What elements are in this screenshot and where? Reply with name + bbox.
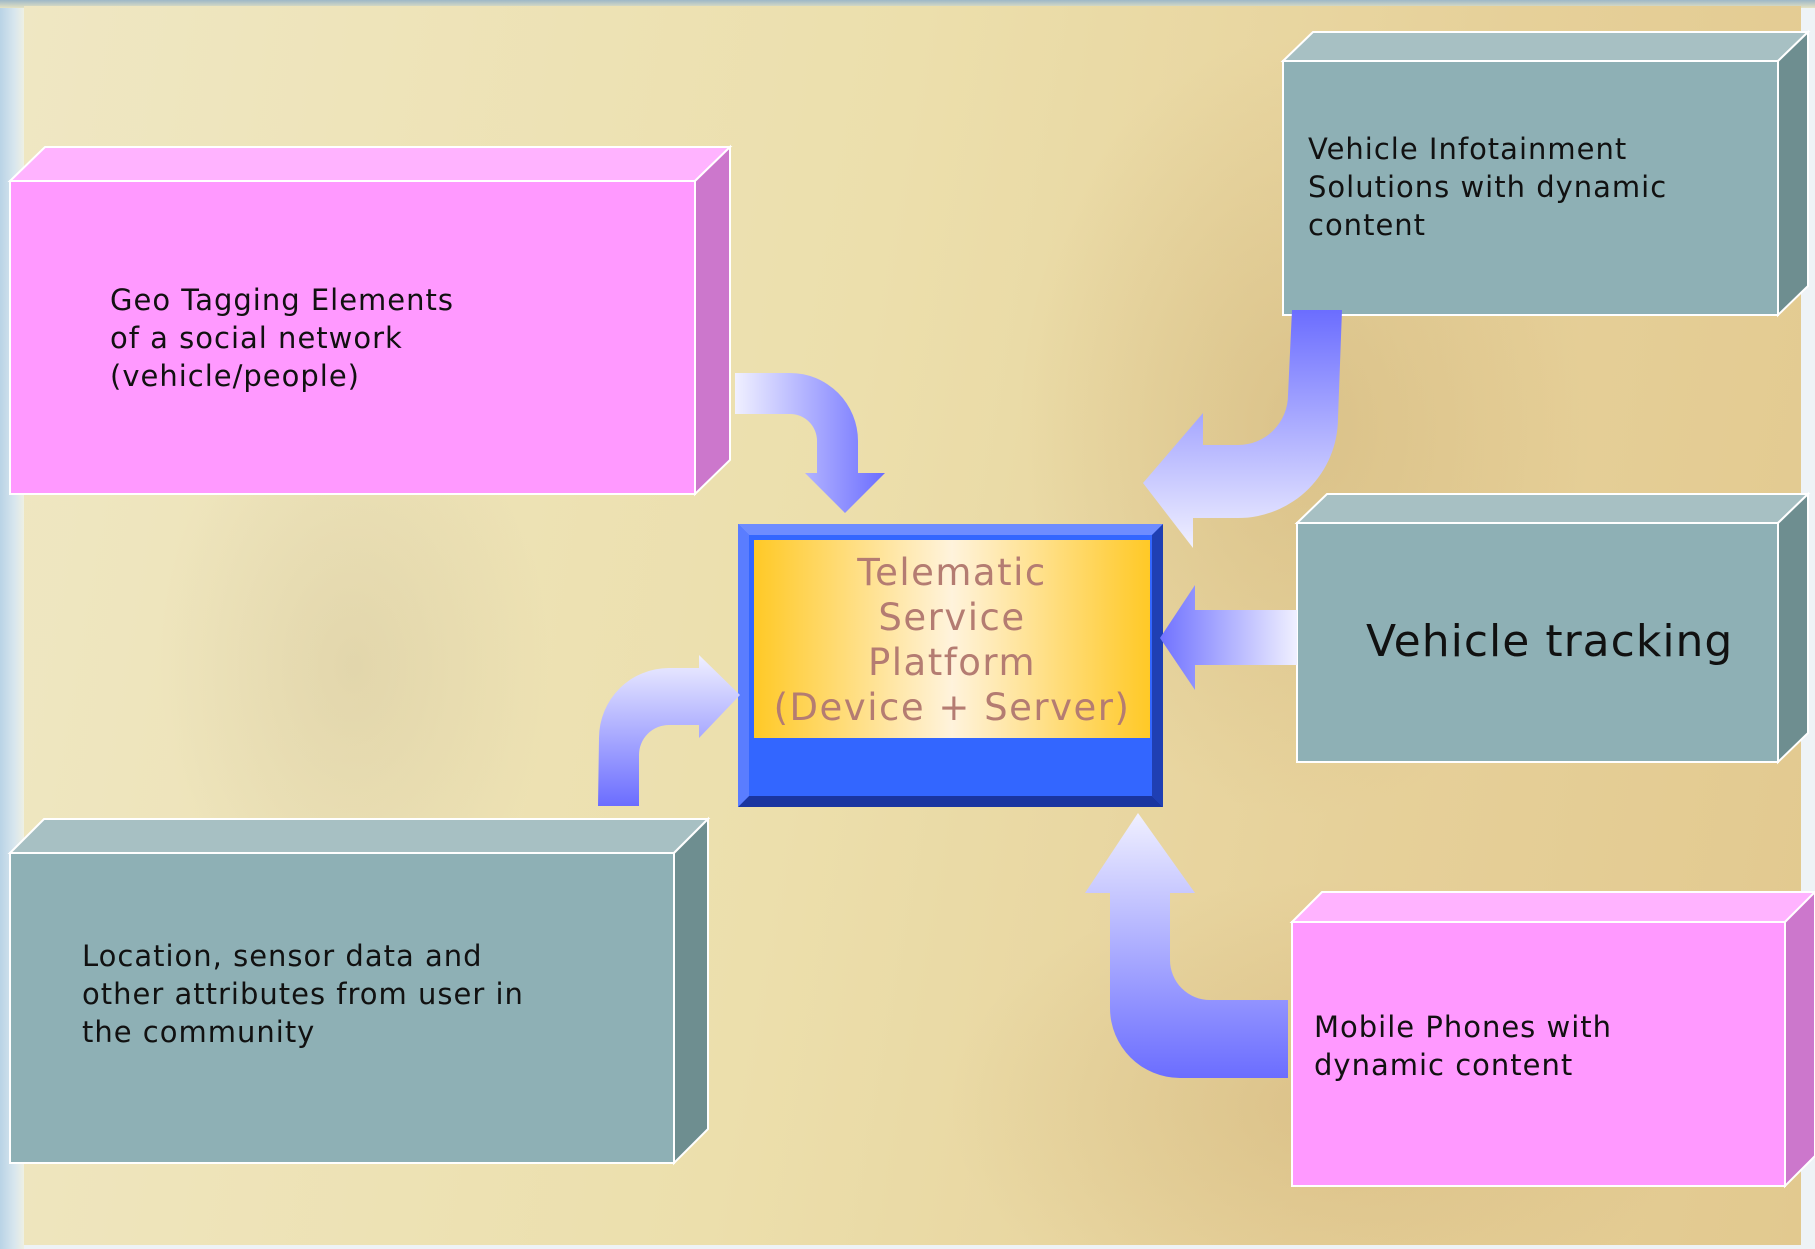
tracking-box [1294,491,1811,765]
platform-box [738,524,1163,807]
arrow-mobile-to-platform [1085,813,1288,1078]
slide-top-border [0,0,1815,8]
mobile-label: Mobile Phones with dynamic content [1314,1010,1613,1082]
location-box [7,816,711,1166]
arrow-infotainment-to-platform [1143,310,1342,548]
geo-tagging-box [7,144,733,497]
mobile-box [1289,890,1815,1189]
infotainment-label: Vehicle Infotainment Solutions with dyna… [1308,132,1668,242]
geo-tagging-label: Geo Tagging Elements of a social network… [110,283,455,393]
arrow-tracking-to-platform [1160,585,1297,690]
arrow-location-to-platform [598,655,740,806]
tracking-label: Vehicle tracking [1366,616,1734,667]
platform-label: Telematic Service Platform (Device + Ser… [773,551,1131,729]
infotainment-box [1280,29,1811,318]
arrow-geo-to-platform [735,373,885,513]
location-label: Location, sensor data and other attribut… [82,939,524,1049]
